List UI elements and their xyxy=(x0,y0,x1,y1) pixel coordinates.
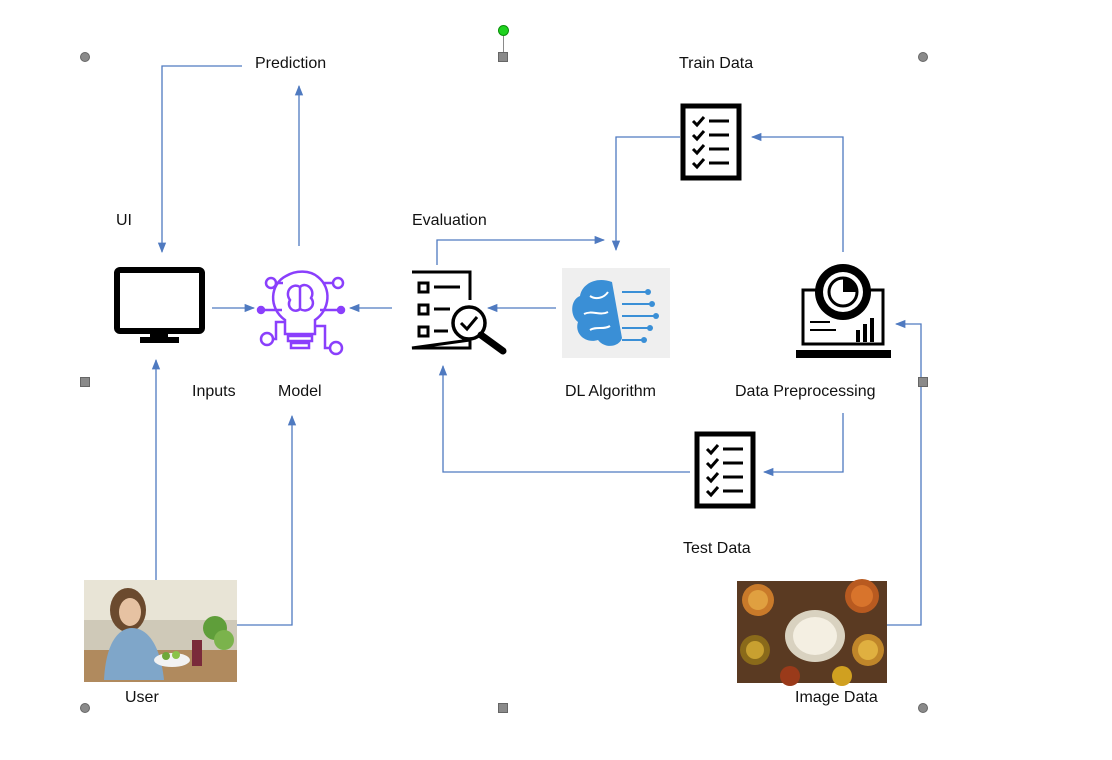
arrow-imagedata-to-preprocessing xyxy=(887,319,922,626)
label-data-preprocessing: Data Preprocessing xyxy=(735,383,876,400)
selection-handle-bottom-right[interactable] xyxy=(918,703,928,713)
evaluation-checklist-icon xyxy=(411,270,507,355)
arrow-evaluation-to-dl xyxy=(436,235,606,265)
arrow-testdata-to-evaluation xyxy=(438,364,690,473)
deep-learning-brain-icon xyxy=(562,268,670,358)
arrow-traindata-to-dl xyxy=(611,136,680,252)
label-prediction: Prediction xyxy=(255,55,327,72)
selection-handle-right[interactable] xyxy=(918,377,928,387)
rotate-handle[interactable] xyxy=(498,25,509,36)
label-image-data: Image Data xyxy=(795,689,878,706)
image-data-photo xyxy=(737,579,887,686)
rotate-handle-stem xyxy=(503,36,504,53)
selection-handle-left[interactable] xyxy=(80,377,90,387)
laptop-gear-icon xyxy=(796,264,891,358)
selection-handle-bottom-left[interactable] xyxy=(80,703,90,713)
selection-handle-bottom[interactable] xyxy=(498,703,508,713)
arrow-preprocessing-to-traindata xyxy=(750,132,844,252)
label-test-data: Test Data xyxy=(683,540,751,557)
user-photo xyxy=(84,580,237,682)
arrow-preprocessing-to-testdata xyxy=(762,413,844,477)
checklist-document-icon xyxy=(694,431,756,509)
label-train-data: Train Data xyxy=(679,55,754,72)
arrow-prediction-to-ui xyxy=(157,65,242,254)
ai-bulb-icon xyxy=(256,270,346,356)
label-dl-algorithm: DL Algorithm xyxy=(565,383,656,400)
label-evaluation: Evaluation xyxy=(412,212,487,229)
label-inputs: Inputs xyxy=(192,383,236,400)
monitor-icon xyxy=(114,267,205,343)
connectors xyxy=(151,65,922,626)
label-ui: UI xyxy=(116,212,132,229)
label-user: User xyxy=(125,689,159,706)
selection-handle-top-left[interactable] xyxy=(80,52,90,62)
selection-handle-top-right[interactable] xyxy=(918,52,928,62)
selection-handle-top[interactable] xyxy=(498,52,508,62)
checklist-document-icon xyxy=(680,103,742,181)
label-model: Model xyxy=(278,383,322,400)
arrow-user-to-model xyxy=(237,414,297,626)
